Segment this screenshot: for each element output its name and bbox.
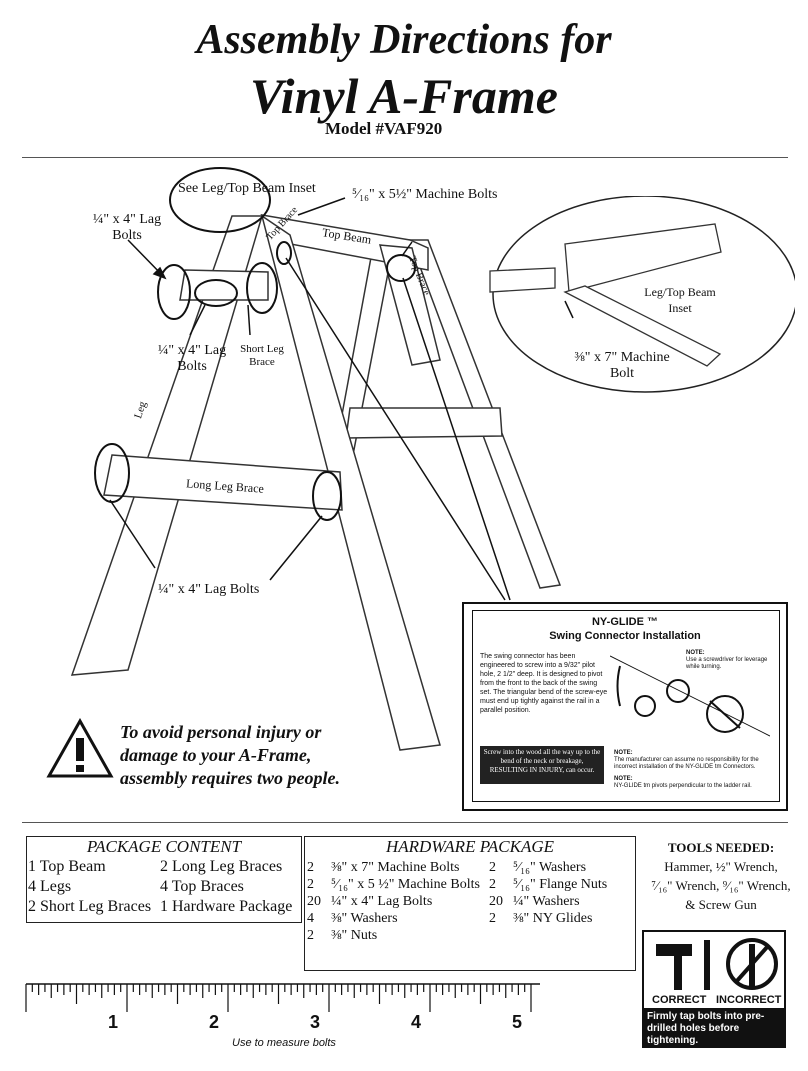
hardware-item: ⁵⁄₁₆" Flange Nuts	[513, 877, 608, 892]
hardware-qty: 2	[489, 860, 496, 875]
hardware-item: ⅜" x 7" Machine Bolts	[331, 860, 460, 875]
header-divider	[22, 157, 788, 158]
package-item: 2 Short Leg Braces	[28, 898, 152, 915]
long-leg-brace	[103, 454, 343, 511]
package-item: 4 Legs	[28, 878, 72, 895]
lag-bolt-circle-2	[194, 279, 238, 307]
ny-glide-note1: Use a screwdriver for leverage while tur…	[686, 657, 768, 670]
tools-line: ⁷⁄₁₆" Wrench, ⁹⁄₁₆" Wrench,	[651, 878, 791, 893]
correct-incorrect-box: CORRECT INCORRECT Firmly tap bolts into …	[642, 930, 786, 1048]
hardware-qty: 2	[489, 911, 496, 926]
hardware-package-box: HARDWARE PACKAGE 2 ⅜" x 7" Machine Bolts …	[304, 836, 636, 971]
ny-glide-caution: Screw into the wood all the way up to th…	[480, 746, 604, 784]
ny-glide-illustration	[610, 655, 770, 737]
hardware-item: ⅜" Washers	[331, 911, 398, 926]
ruler-mark-label: 5	[512, 1012, 522, 1032]
hardware-qty: 2	[489, 877, 496, 892]
ny-glide-body: The swing connector has been engineered …	[480, 653, 608, 714]
ny-glide-title: NY-GLIDE ™	[591, 616, 658, 628]
incorrect-label: INCORRECT	[716, 994, 782, 1006]
footer-divider	[22, 822, 788, 823]
hardware-list-right: 2 ⁵⁄₁₆" Washers 2 ⁵⁄₁₆" Flange Nuts 20 ¼" W…	[489, 859, 633, 927]
ruler-caption: Use to measure bolts	[232, 1037, 336, 1049]
ny-glide-note3: NY-GLIDE tm pivots perpendicular to the …	[614, 783, 752, 789]
short-leg-brace	[179, 269, 269, 301]
title-line2: Vinyl A-Frame	[250, 68, 558, 124]
hardware-item: ¼" Washers	[513, 894, 580, 909]
tap-bolts-instruction: Firmly tap bolts into pre-drilled holes …	[644, 1008, 784, 1046]
machine-bolt-circle	[386, 254, 416, 282]
package-content-box: PACKAGE CONTENT 1 Top Beam 2 Long Leg Br…	[26, 836, 302, 923]
hardware-package-title: HARDWARE PACKAGE	[386, 837, 554, 856]
hardware-item: ⅜" NY Glides	[513, 911, 593, 926]
top-brace-right	[378, 244, 441, 366]
ny-glide-note2-title: NOTE:	[614, 750, 633, 756]
ruler-mark-label: 2	[209, 1012, 219, 1032]
model-number: Model #VAF920	[325, 119, 443, 138]
lag-bolts-bottom-label: ¼" x 4" Lag Bolts	[158, 582, 260, 597]
inset-diagram	[489, 196, 795, 393]
package-item: 1 Hardware Package	[160, 898, 293, 915]
ny-glide-box: NY-GLIDE ™ Swing Connector Installation …	[462, 602, 788, 811]
ruler-mark-label: 1	[108, 1012, 118, 1032]
ny-glide-subtitle: Swing Connector Installation	[549, 630, 701, 642]
package-item: 1 Top Beam	[28, 858, 106, 875]
ruler-mark-label: 3	[310, 1012, 320, 1032]
tools-needed: TOOLS NEEDED: Hammer, ½" Wrench, ⁷⁄₁₆" W…	[640, 838, 802, 914]
tools-line: Hammer, ½" Wrench,	[664, 859, 778, 874]
inset-bolt-label: ⅜" x 7" Machine Bolt	[574, 350, 670, 381]
back-long-brace	[345, 407, 503, 439]
hardware-qty: 20	[489, 894, 503, 909]
warning-text: To avoid personal injury or damage to yo…	[120, 722, 340, 788]
front-leg-right	[260, 214, 441, 751]
a-frame-diagram	[70, 167, 562, 751]
tools-title: TOOLS NEEDED:	[667, 840, 775, 855]
warning-icon	[46, 718, 114, 778]
lag-bolt-circle-3	[246, 262, 278, 314]
hammer-icon	[656, 938, 778, 990]
see-inset-callout: See Leg/Top Beam Inset	[178, 181, 316, 196]
title-line1: Assembly Directions for	[196, 17, 612, 63]
hardware-qty: 2	[307, 877, 314, 892]
tools-line: & Screw Gun	[685, 897, 757, 912]
machine-bolts-label: ⁵⁄₁₆" x 5½" Machine Bolts	[352, 187, 498, 202]
package-item: 2 Long Leg Braces	[160, 858, 283, 875]
measuring-ruler: 1 2 3 4 5	[25, 983, 540, 1032]
hardware-qty: 2	[307, 860, 314, 875]
top-brace-bolt-circle	[276, 241, 292, 265]
hardware-item: ⅜" Nuts	[331, 928, 378, 943]
short-leg-brace-label: Short Leg Brace	[240, 343, 284, 368]
lag-bolt-circle-5	[312, 471, 342, 521]
correct-label: CORRECT	[652, 994, 707, 1006]
ny-glide-note3-title: NOTE:	[614, 776, 633, 782]
ruler-mark-label: 4	[411, 1012, 421, 1032]
lag-bolts-top-label: ¼" x 4" Lag Bolts	[92, 212, 162, 243]
lag-bolts-mid-label: ¼" x 4" Lag Bolts	[157, 343, 227, 374]
lag-bolt-circle-1	[157, 264, 191, 320]
hardware-item: ¼" x 4" Lag Bolts	[331, 894, 433, 909]
hardware-list-left: 2 ⅜" x 7" Machine Bolts 2 ⁵⁄₁₆" x 5 ½" Mac…	[307, 859, 487, 944]
inset-label: Leg/Top Beam Inset	[644, 285, 716, 315]
package-item: 4 Top Braces	[160, 878, 244, 895]
hardware-qty: 4	[307, 911, 314, 926]
ny-glide-note1-title: NOTE:	[686, 650, 705, 656]
package-content-title: PACKAGE CONTENT	[86, 837, 242, 856]
ny-glide-note2: The manufacturer can assume no responsib…	[614, 757, 759, 770]
hardware-item: ⁵⁄₁₆" Washers	[513, 860, 587, 875]
hardware-qty: 20	[307, 894, 321, 909]
hardware-qty: 2	[307, 928, 314, 943]
hardware-item: ⁵⁄₁₆" x 5 ½" Machine Bolts	[331, 877, 480, 892]
see-inset-circle	[169, 167, 271, 233]
